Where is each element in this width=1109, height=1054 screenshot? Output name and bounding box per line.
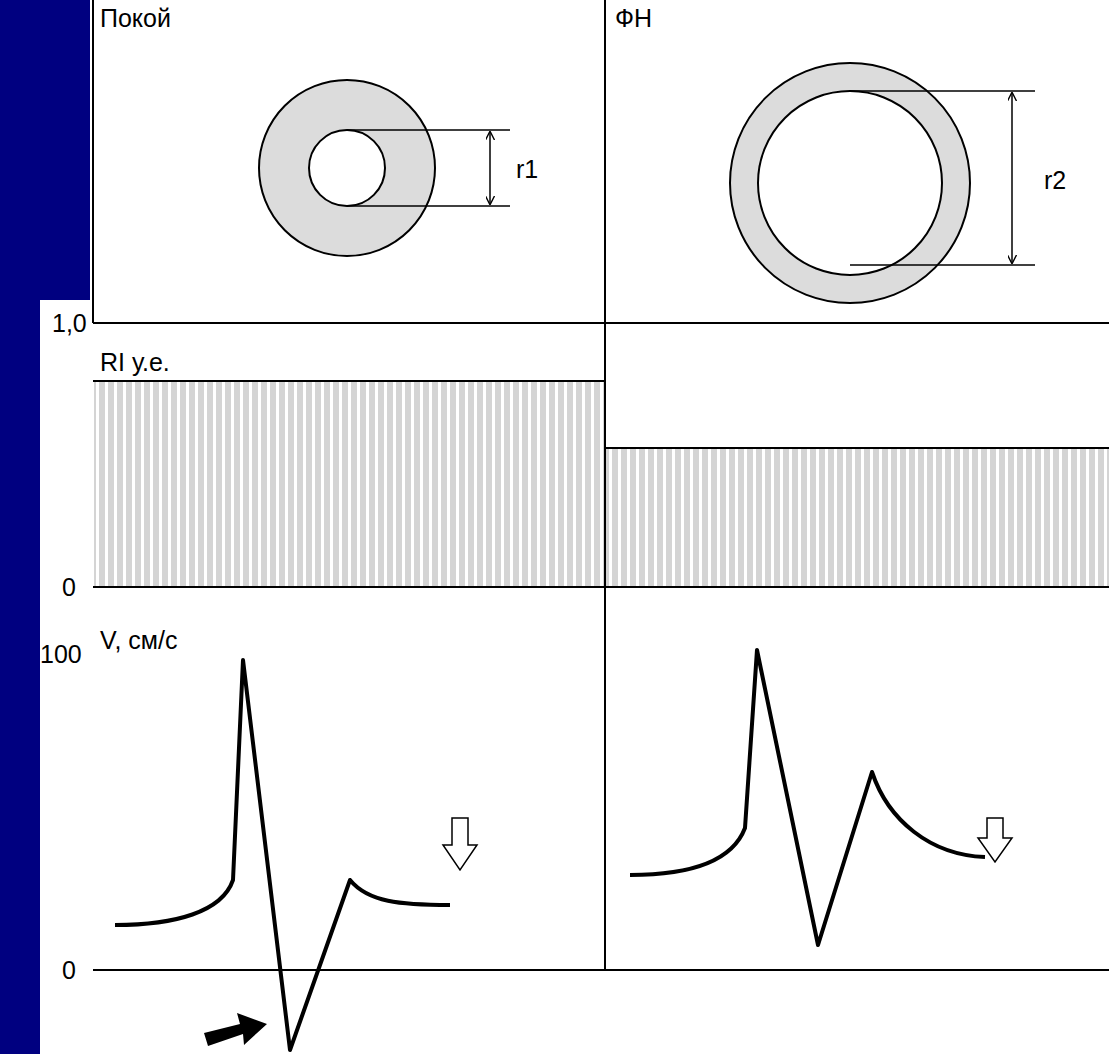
dimension-label: r2: [1044, 168, 1066, 193]
reverse-flow-arrow: [204, 1013, 267, 1046]
panel-title: ФН: [615, 6, 652, 31]
axis-tick: 1,0: [52, 311, 87, 336]
ri-bar: [94, 381, 604, 586]
axis-title: V, см/с: [100, 628, 177, 653]
ri-bar: [606, 448, 1109, 586]
vessel-lumen: [309, 130, 385, 206]
vessel-lumen: [758, 91, 942, 275]
ri-bar-top: [93, 380, 605, 382]
ri-bar-top: [605, 447, 1109, 449]
panel-grid: [93, 0, 1109, 970]
vessel-wall: [730, 63, 970, 303]
axis-tick: 0: [62, 958, 76, 983]
doppler-waveform: [630, 650, 985, 945]
vessel-wall: [259, 80, 435, 256]
hollow-arrow: [978, 818, 1012, 862]
r1-dimension: [347, 130, 510, 206]
side-band: [0, 0, 90, 1054]
dimension-label: r1: [516, 157, 538, 182]
doppler-waveform: [115, 660, 450, 1050]
axis-tick: 100: [40, 642, 82, 667]
axis-tick: 0: [62, 575, 76, 600]
panel-title: Покой: [100, 6, 171, 31]
axis-title: RI у.е.: [100, 350, 170, 375]
hollow-arrow: [443, 818, 477, 870]
r2-dimension: [850, 91, 1035, 265]
